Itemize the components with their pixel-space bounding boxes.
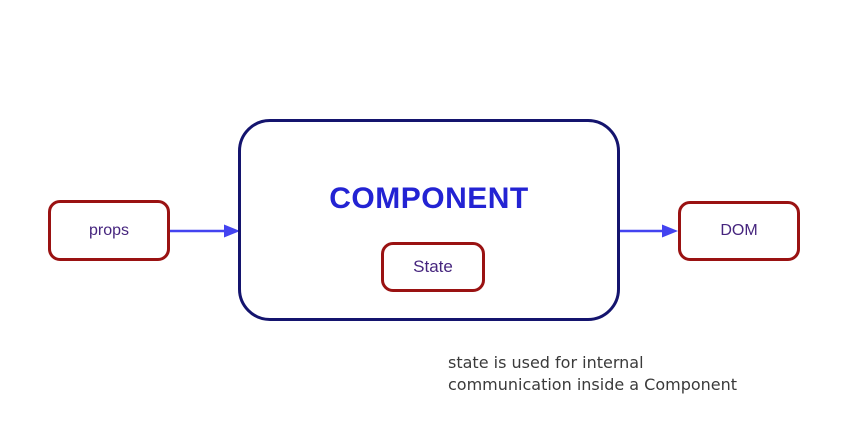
- component-box: COMPONENT State: [238, 119, 620, 321]
- caption: state is used for internal communication…: [448, 352, 737, 396]
- caption-line-1: state is used for internal: [448, 353, 644, 372]
- props-label: props: [88, 221, 130, 239]
- caption-line-2: communication inside a Component: [448, 375, 738, 394]
- props-box: props: [48, 200, 170, 261]
- dom-label: DOM: [720, 222, 758, 239]
- component-title: COMPONENT: [329, 182, 529, 215]
- state-box: State: [381, 242, 485, 292]
- state-label: State: [413, 257, 453, 276]
- component-to-dom-arrow: [620, 224, 678, 238]
- props-to-component-arrow: [170, 224, 240, 238]
- dom-box: DOM: [678, 201, 800, 261]
